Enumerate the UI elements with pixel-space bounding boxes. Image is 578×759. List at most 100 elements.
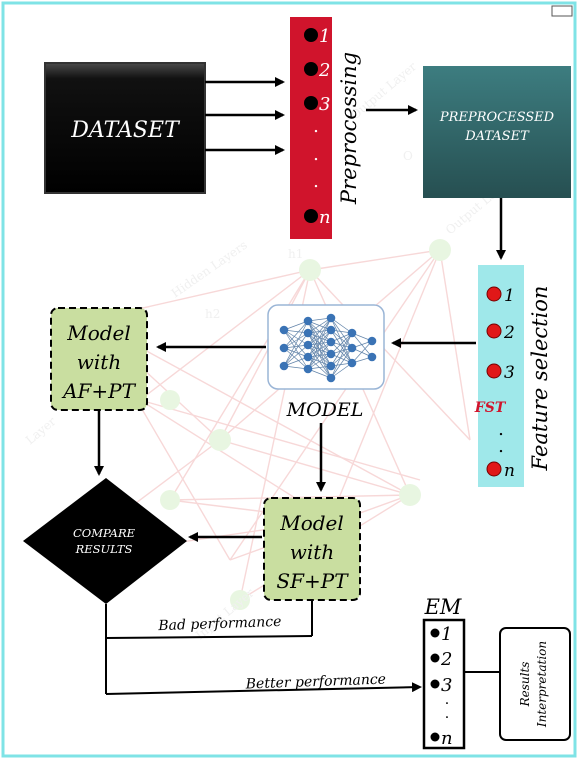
- preprocessed-dataset-box: PREPROCESSED DATASET: [423, 66, 571, 198]
- em-title: EM: [424, 595, 462, 619]
- nn-node: [279, 361, 289, 371]
- preprocessing-dot: [304, 28, 318, 42]
- dataset-box: DATASET: [44, 62, 206, 194]
- preprocessed-line2: DATASET: [464, 129, 530, 144]
- model-sf-pt-box: Model with SF+PT: [263, 497, 361, 601]
- nn-edge: [330, 317, 353, 349]
- feature-selection-item-label: n: [504, 461, 515, 481]
- nn-edge: [330, 341, 353, 364]
- em-dot: [430, 679, 440, 689]
- em-ellipsis: .: [445, 692, 449, 708]
- em-dot: [430, 653, 440, 663]
- preprocessing-dot: [304, 209, 318, 223]
- nn-edge: [283, 320, 309, 367]
- feature-selection-title: Feature selection: [528, 286, 552, 472]
- nn-edge: [283, 320, 309, 349]
- svg-text:O: O: [403, 149, 413, 163]
- nn-edge: [330, 332, 353, 355]
- model-label: MODEL: [286, 399, 364, 421]
- compare-results-diamond: COMPARE RESULTS: [23, 478, 187, 604]
- model-sf-line2: with: [290, 540, 334, 564]
- em-dot: [430, 732, 440, 742]
- nn-edge: [283, 344, 309, 367]
- better-performance-label: Better performance: [244, 672, 386, 693]
- feature-selection-items: 123..n: [486, 286, 515, 481]
- em-item-label: 2: [440, 649, 452, 670]
- nn-node: [326, 361, 336, 371]
- em-item-label: 1: [441, 624, 452, 645]
- preprocessing-title: Preprocessing: [337, 52, 361, 205]
- nn-node: [303, 316, 313, 326]
- nn-edge: [351, 332, 373, 358]
- dataset-to-preprocessing-arrows: [205, 77, 285, 155]
- nn-node: [347, 343, 357, 353]
- preprocessed-line1: PREPROCESSED: [439, 110, 555, 125]
- preprocessing-item-label: 1: [319, 26, 330, 47]
- nn-node: [347, 358, 357, 368]
- preprocessing-dot: [304, 62, 318, 76]
- em-dot: [430, 628, 440, 638]
- em-item-label: n: [441, 728, 453, 749]
- nn-edge: [307, 329, 332, 370]
- nn-edge: [351, 340, 373, 364]
- svg-text:h2: h2: [205, 307, 220, 321]
- nn-node: [367, 352, 377, 362]
- nn-edge: [330, 332, 353, 379]
- preprocessing-ellipsis: .: [313, 171, 319, 192]
- nn-edge: [283, 347, 309, 370]
- model-af-pt-box: Model with AF+PT: [50, 307, 148, 411]
- bad-performance-label: Bad performance: [157, 614, 282, 634]
- nn-node: [326, 337, 336, 347]
- em-ellipsis: .: [445, 706, 449, 722]
- results-interpretation-box: Results Interpretation: [499, 627, 571, 741]
- feature-selection-dot: [486, 323, 502, 339]
- feature-selection-dot: [486, 461, 502, 477]
- nn-node: [303, 340, 313, 350]
- feature-selection-bar: 123..n FST Feature selection: [474, 265, 552, 487]
- nn-edge: [330, 347, 353, 367]
- svg-text:h1: h1: [288, 247, 303, 261]
- nn-edge: [307, 341, 332, 370]
- nn-edge: [330, 347, 353, 379]
- nn-edge: [330, 329, 353, 364]
- model-af-line1: Model: [66, 321, 131, 345]
- model-af-line3: AF+PT: [61, 379, 137, 403]
- nn-node: [347, 328, 357, 338]
- preprocessing-dot: [304, 96, 318, 110]
- feature-selection-dot: [486, 363, 502, 379]
- results-line1: Results: [518, 662, 532, 708]
- nn-node: [326, 313, 336, 323]
- preprocessing-ellipsis: .: [313, 144, 319, 165]
- feature-selection-ellipsis: .: [498, 419, 504, 440]
- feature-selection-item-label: 2: [503, 323, 515, 343]
- preprocessing-ellipsis: .: [313, 116, 319, 137]
- results-line2: Interpretation: [535, 641, 549, 728]
- nn-edge: [330, 332, 353, 367]
- model-network-icon: [267, 304, 385, 390]
- bad-performance-connector: [105, 600, 313, 639]
- preprocessing-item-label: 2: [318, 60, 330, 81]
- model-sf-line3: SF+PT: [276, 569, 349, 593]
- nn-node: [367, 336, 377, 346]
- nn-node: [326, 349, 336, 359]
- preprocessing-item-label: 3: [319, 94, 330, 115]
- nn-edge: [283, 332, 309, 367]
- nn-edge: [307, 317, 332, 370]
- preprocessing-item-label: n: [319, 207, 331, 228]
- nn-node: [303, 364, 313, 374]
- feature-selection-item-label: 1: [504, 286, 515, 306]
- nn-edge: [330, 317, 353, 364]
- em-item-label: 3: [441, 675, 452, 696]
- model-af-line2: with: [77, 350, 121, 374]
- nn-edge: [330, 329, 353, 349]
- nn-node: [279, 325, 289, 335]
- fst-label: FST: [474, 400, 507, 416]
- nn-edge: [307, 317, 332, 334]
- nn-node: [326, 373, 336, 383]
- feature-selection-dot: [486, 286, 502, 302]
- preprocessing-items: 123...n: [304, 26, 331, 228]
- feature-selection-item-label: 3: [504, 363, 515, 383]
- nn-node: [303, 328, 313, 338]
- nn-edge: [330, 362, 353, 379]
